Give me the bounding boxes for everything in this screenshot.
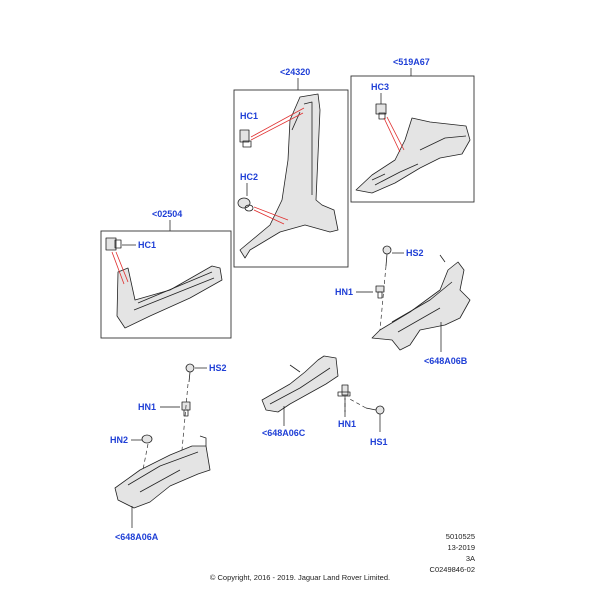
callout-648A06C[interactable]: <648A06C xyxy=(262,428,306,438)
callout-648A06B[interactable]: <648A06B xyxy=(424,356,468,366)
callout-hc3[interactable]: HC3 xyxy=(371,82,389,92)
callout-24320[interactable]: <24320 xyxy=(280,67,310,77)
screw-hs1-icon xyxy=(365,405,385,415)
callout-hs2-b[interactable]: HS2 xyxy=(209,363,227,373)
revision: 3A xyxy=(465,554,475,563)
callout-hn2[interactable]: HN2 xyxy=(110,435,128,445)
detail-box-24320 xyxy=(233,89,349,268)
callout-hc2[interactable]: HC2 xyxy=(240,172,258,182)
callout-hn1-b[interactable]: HN1 xyxy=(138,402,156,412)
diagram-reference-block: 5010525 13-2019 3A C0249846-02 xyxy=(430,531,475,575)
copyright-notice: © Copyright, 2016 - 2019. Jaguar Land Ro… xyxy=(209,573,391,582)
callout-hc1-b[interactable]: HC1 xyxy=(138,240,156,250)
clip-hc3-icon xyxy=(375,103,387,120)
bracket-648A06C xyxy=(261,355,339,413)
nut-hn1-b-icon xyxy=(181,401,191,417)
nut-hn1-a-icon xyxy=(375,285,385,299)
callout-hs1[interactable]: HS1 xyxy=(370,437,388,447)
callout-hs2-a[interactable]: HS2 xyxy=(406,248,424,258)
date-code: 13-2019 xyxy=(447,543,475,552)
illustration-id: C0249846-02 xyxy=(429,565,475,574)
callout-hn1-a[interactable]: HN1 xyxy=(335,287,353,297)
pillar-trim-panel xyxy=(239,93,339,259)
bracket-648A06B xyxy=(371,254,471,351)
clip-hc1-icon xyxy=(239,129,252,148)
clip-hc2-icon xyxy=(237,197,254,212)
clip-hc1-b-icon xyxy=(105,237,122,251)
bracket-648A06A xyxy=(114,435,211,509)
ref-number: 5010525 xyxy=(445,532,475,541)
callout-648A06A[interactable]: <648A06A xyxy=(115,532,159,542)
sill-trim-panel xyxy=(116,265,223,329)
nut-hn1-c-icon xyxy=(337,384,351,397)
callout-519A67[interactable]: <519A67 xyxy=(393,57,430,67)
nut-hn2-icon xyxy=(141,434,153,444)
callout-hc1[interactable]: HC1 xyxy=(240,111,258,121)
screw-hs2-a-icon xyxy=(382,245,392,267)
quarter-trim-panel xyxy=(355,117,471,194)
callout-02504[interactable]: <02504 xyxy=(152,209,182,219)
callout-hn1-c[interactable]: HN1 xyxy=(338,419,356,429)
screw-hs2-b-icon xyxy=(185,363,195,383)
detail-box-519A67 xyxy=(350,75,475,203)
detail-box-02504 xyxy=(100,230,232,339)
